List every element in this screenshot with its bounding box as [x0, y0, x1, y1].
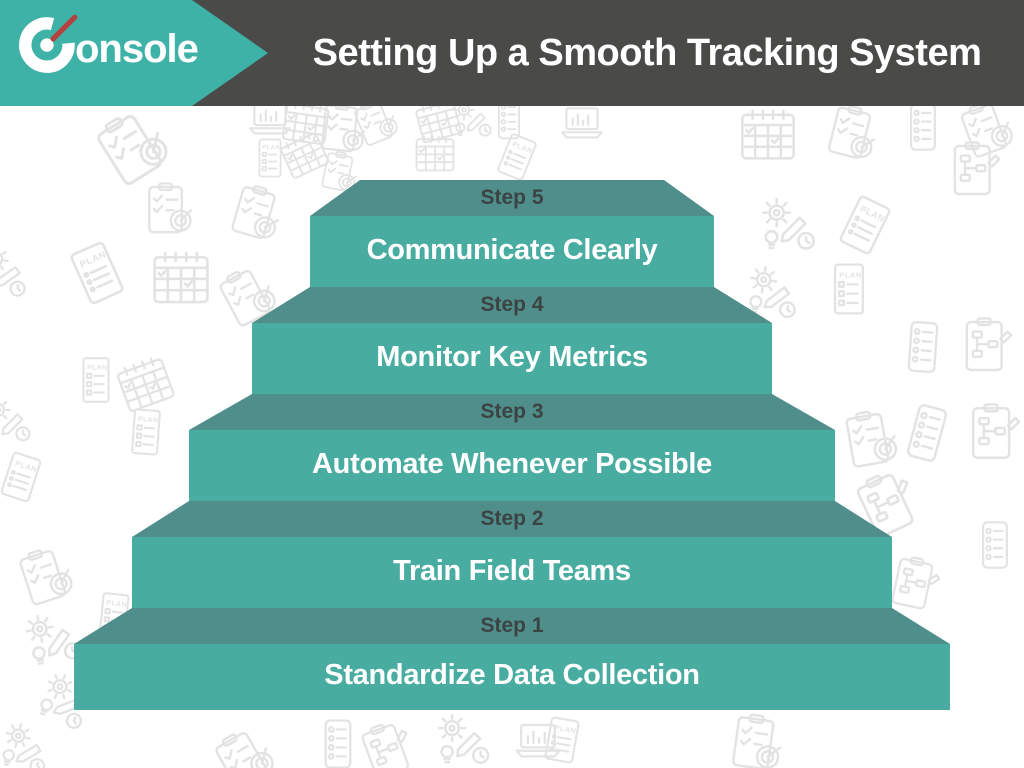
step-2: Step 2 Train Field Teams	[132, 501, 892, 608]
step-2-face: Train Field Teams	[132, 537, 892, 608]
target-logo-icon	[19, 14, 78, 73]
step-4-tread: Step 4	[252, 287, 772, 323]
dart-icon	[50, 14, 78, 42]
step-1: Step 1 Standardize Data Collection	[74, 608, 950, 710]
logo-ribbon: onsole	[0, 0, 268, 106]
step-1-tread: Step 1	[74, 608, 950, 644]
step-2-label: Step 2	[480, 507, 544, 530]
console-logo: onsole	[16, 10, 199, 76]
step-4: Step 4 Monitor Key Metrics	[252, 287, 772, 394]
step-4-title: Monitor Key Metrics	[376, 340, 648, 373]
step-5-face: Communicate Clearly	[310, 216, 714, 287]
step-3-face: Automate Whenever Possible	[189, 430, 835, 501]
step-2-title: Train Field Teams	[393, 554, 631, 587]
step-3-title: Automate Whenever Possible	[312, 447, 712, 480]
page-title: Setting Up a Smooth Tracking System	[312, 31, 982, 74]
header-bar: Setting Up a Smooth Tracking System onso…	[0, 0, 1024, 106]
step-5-tread: Step 5	[310, 180, 714, 216]
step-3: Step 3 Automate Whenever Possible	[189, 394, 835, 501]
step-3-label: Step 3	[480, 400, 544, 423]
step-4-label: Step 4	[480, 293, 544, 316]
step-5-label: Step 5	[480, 186, 544, 209]
logo-text: onsole	[75, 27, 199, 71]
step-1-label: Step 1	[480, 614, 544, 637]
step-4-face: Monitor Key Metrics	[252, 323, 772, 394]
step-1-face: Standardize Data Collection	[74, 644, 950, 710]
step-5: Step 5 Communicate Clearly	[310, 180, 714, 287]
step-1-title: Standardize Data Collection	[324, 659, 700, 691]
step-2-tread: Step 2	[132, 501, 892, 537]
step-3-tread: Step 3	[189, 394, 835, 430]
step-5-title: Communicate Clearly	[366, 233, 658, 266]
